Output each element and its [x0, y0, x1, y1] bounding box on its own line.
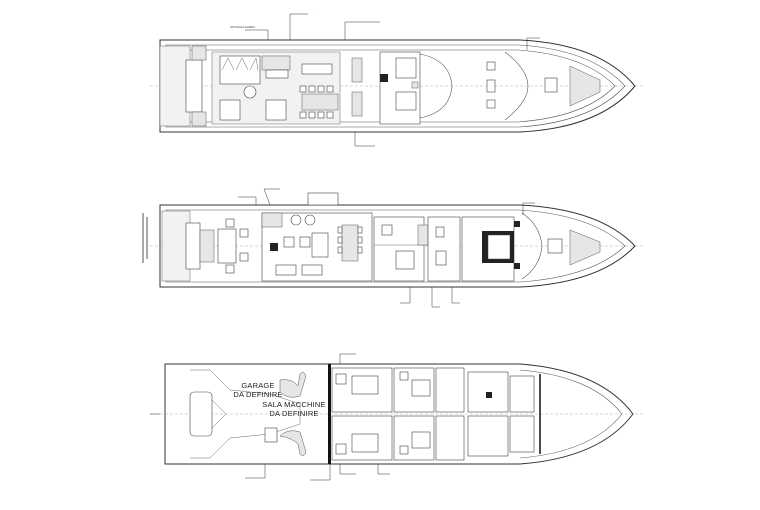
dining-table	[299, 85, 339, 119]
main-deck-drawing	[142, 188, 645, 308]
main-deck-plan	[0, 175, 760, 340]
annotation-label: · ·	[530, 33, 533, 37]
guest-cabins	[331, 367, 541, 461]
flybridge-drawing: SPIAGGIA AUREA · · · · ·	[150, 11, 645, 147]
garage-label-line2: DA DEFINIRE	[233, 390, 282, 399]
owner-cabin	[461, 216, 520, 282]
side-annotation	[142, 213, 148, 263]
engine-room-label-line1: SALA MACCHINE	[262, 400, 325, 409]
annotation-label: SPIAGGIA AUREA	[230, 25, 255, 29]
engine-room-label-line2: DA DEFINIRE	[269, 409, 318, 418]
garage-area: GARAGE DA DEFINIRE	[189, 369, 301, 459]
lower-deck-drawing: GARAGE DA DEFINIRE SALA MACCHINE DA DEFI…	[150, 353, 645, 481]
lower-deck-plan: GARAGE DA DEFINIRE SALA MACCHINE DA DEFI…	[0, 340, 760, 510]
annotation-label: · · ·	[310, 11, 315, 15]
flybridge-deck-plan: SPIAGGIA AUREA · · · · ·	[0, 0, 760, 175]
stern-stairs	[191, 45, 207, 127]
garage-label-line1: GARAGE	[241, 381, 274, 390]
engine-room-area: SALA MACCHINE DA DEFINIRE	[262, 372, 326, 456]
